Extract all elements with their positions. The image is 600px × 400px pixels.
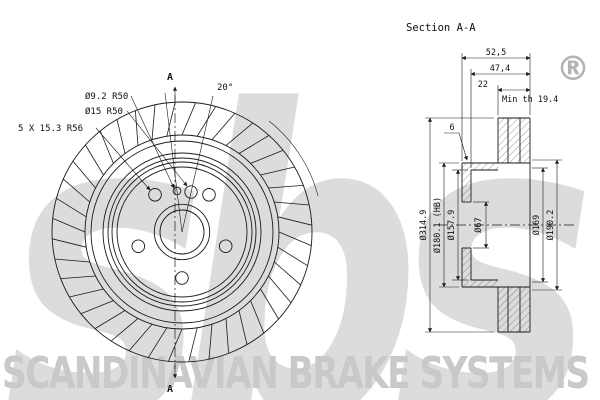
wheel-bolt-holes: [131, 188, 233, 285]
dim-hat-depth: 47,4: [470, 64, 531, 168]
ventilation-fins: [52, 102, 312, 362]
svg-text:6: 6: [449, 123, 454, 133]
dim-ring-thickness: 22: [478, 80, 531, 115]
disc-outer-edge: [51, 101, 313, 363]
section-cut-line: A A: [167, 72, 178, 395]
section-marker-top: A: [167, 72, 173, 83]
svg-text:Ø157.9: Ø157.9: [446, 210, 457, 241]
company-name-watermark: SCANDINAVIAN BRAKE SYSTEMS: [2, 348, 590, 399]
dim-flange-thickness: 6: [444, 123, 468, 161]
hat-inner-circle: [116, 166, 248, 298]
hat-brim-circle: [107, 157, 257, 307]
front-view-callouts: Ø9.2 R50 Ø15 R50 5 X 15.3 R56 20°: [18, 83, 233, 191]
registered-trademark-icon: ®: [556, 49, 590, 89]
svg-text:Ø314.9: Ø314.9: [418, 210, 429, 241]
svg-text:22: 22: [478, 80, 488, 90]
vent-root-circle: [111, 161, 253, 303]
svg-text:47,4: 47,4: [490, 64, 510, 74]
label-angle: 20°: [217, 83, 233, 93]
set-screw-hole-large: [184, 185, 198, 199]
svg-text:Ø169: Ø169: [531, 215, 542, 235]
angle-construction-lines: [164, 92, 319, 233]
front-view: [51, 92, 319, 363]
svg-text:Ø190.2: Ø190.2: [545, 210, 556, 241]
contact-face-circle: [102, 152, 262, 312]
svg-text:52,5: 52,5: [486, 48, 506, 58]
label-bolt-holes: 5 X 15.3 R56: [18, 124, 83, 134]
dim-center-bore: Ø67: [473, 201, 489, 249]
label-screw-hole-small: Ø9.2 R50: [85, 91, 128, 102]
svg-text:Ø180.1 (HB): Ø180.1 (HB): [432, 197, 443, 253]
label-screw-hole-large: Ø15 R50: [85, 106, 123, 117]
dim-outer-diameter: Ø314.9: [418, 117, 494, 333]
friction-outer-circle: [90, 140, 274, 324]
center-bore-chamfer: [159, 209, 205, 255]
dim-inner-contact-diameter: Ø169: [531, 167, 548, 283]
set-screw-hole-small: [172, 186, 182, 196]
dim-hat-diameter: Ø180.1 (HB): [432, 162, 459, 288]
section-title: Section A-A: [406, 22, 476, 34]
center-bore: [153, 203, 211, 261]
section-marker-bottom: A: [167, 384, 173, 395]
dim-hat-inner-diameter: Ø157.9: [446, 169, 468, 281]
dim-outer-contact-diameter: Ø190.2: [532, 159, 562, 291]
svg-text:Ø67: Ø67: [473, 217, 484, 232]
dim-min-thickness: Min th 19.4: [502, 95, 558, 105]
reference-arc: [268, 120, 319, 197]
